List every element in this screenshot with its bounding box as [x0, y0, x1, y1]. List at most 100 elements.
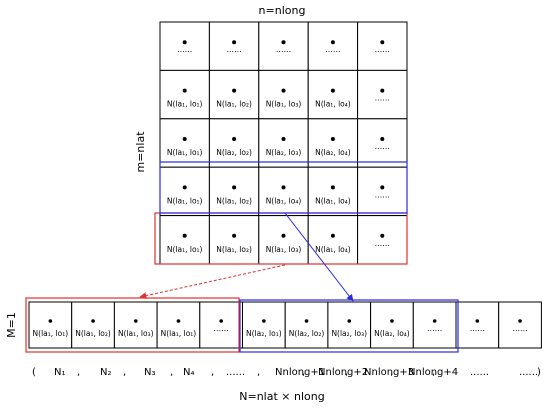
sequence-token: N₁: [54, 367, 66, 378]
strip-cell: [71, 301, 115, 349]
grid-cell-point: [281, 137, 286, 141]
grid-cell-label: N(la₁, lo₂): [216, 245, 252, 254]
strip-cell-point: [262, 319, 266, 323]
grid-cell-label: N(la₂, lo₂): [216, 148, 252, 157]
sequence-row: (N₁,N₂,N₃,N₄,......,Nnlong+1,Nnlong+2,Nn…: [32, 367, 541, 378]
strip-cell-label: N(la₂, lo₁): [246, 329, 282, 338]
grid-cell-point: [182, 137, 187, 141]
grid-cell-point: [232, 88, 237, 93]
grid-cell-point: [380, 40, 385, 45]
grid-cell: [258, 166, 309, 217]
red-arrow: [139, 264, 286, 300]
grid-cell: [159, 215, 210, 265]
strip-cell-label: N(la₁, lo₁): [33, 329, 69, 338]
sequence-token: N₄: [183, 367, 195, 378]
strip-cell-label: ......: [214, 324, 229, 333]
grid-cell-point: [380, 137, 385, 141]
grid-cell: [159, 21, 210, 71]
sequence-token: ,: [302, 367, 305, 378]
grid-cell: [357, 69, 408, 120]
strip-cell: [370, 301, 414, 349]
lat-long-grid: ..............................N(la₁, lo₁…: [159, 21, 408, 265]
strip-cell: [28, 301, 73, 349]
grid-cell: [208, 21, 260, 71]
sequence-token: Nnlong+3: [364, 367, 414, 378]
grid-cell-point: [330, 185, 335, 190]
strip-cell: [498, 301, 542, 349]
grid-cell-label: N(la₁, lo₁): [167, 148, 203, 157]
grid-cell: [159, 118, 210, 168]
grid-cell: [258, 69, 309, 120]
sequence-token: ,: [390, 367, 393, 378]
strip-cell-point: [91, 319, 95, 323]
strip-cell-point: [390, 319, 394, 323]
grid-cell-point: [330, 88, 335, 93]
grid-cell-label: N(la₁, lo₄): [315, 100, 351, 109]
sequence-token: ,: [123, 367, 126, 378]
grid-cell-label: ......: [375, 45, 390, 54]
grid-cell-label: N(la₁, lo₂): [216, 196, 252, 205]
side-axis-label: m=nlat: [134, 131, 147, 173]
grid-cell-label: N(la₂, lo₄): [315, 148, 351, 157]
strip-cell-point: [475, 319, 480, 323]
grid-cell-point: [380, 233, 385, 238]
strip-cell-point: [304, 319, 309, 323]
grid-cell: [208, 69, 260, 120]
strip-cell-label: N(la₁, lo₃): [118, 329, 154, 338]
strip-cell-point: [518, 319, 522, 323]
grid-cell-point: [330, 137, 335, 141]
grid-cell-label: ......: [375, 239, 390, 248]
strip-cell-label: ......: [512, 324, 527, 333]
strip-cell: [199, 301, 244, 349]
sequence-token: Nnlong+1: [275, 367, 325, 378]
grid-cell-point: [281, 233, 286, 238]
strip-cell-label: ......: [470, 324, 485, 333]
grid-cell: [357, 166, 408, 217]
grid-cell-label: ......: [375, 94, 390, 103]
sequence-token: ,: [345, 367, 348, 378]
grid-cell: [307, 166, 359, 217]
grid-cell-point: [232, 40, 237, 45]
grid-cell-label: N(la₂, lo₃): [266, 148, 302, 157]
blue-highlight-grid: [159, 161, 408, 214]
top-axis-label: n=nlong: [259, 4, 306, 17]
sequence-token: ......: [226, 367, 245, 378]
strip-cell-point: [176, 319, 181, 323]
grid-cell-point: [182, 88, 187, 93]
grid-cell-label: N(la₁, lo₁): [167, 100, 203, 109]
strip-cell-label: ......: [427, 324, 442, 333]
grid-cell-point: [330, 40, 335, 45]
strip-cell: [455, 301, 500, 349]
sequence-token: N₂: [100, 367, 112, 378]
grid-cell-label: ......: [226, 45, 241, 54]
flattened-strip: N(la₁, lo₁)N(la₁, lo₂)N(la₁, lo₃)N(la₁, …: [28, 301, 542, 349]
grid-cell-point: [182, 233, 187, 238]
grid-cell: [208, 166, 260, 217]
strip-cell-point: [432, 319, 437, 323]
red-highlight-strip: [25, 297, 240, 353]
grid-cell-point: [281, 185, 286, 190]
row-axis-label: M=1: [5, 312, 18, 338]
strip-cell-label: N(la₂, lo₃): [331, 329, 367, 338]
grid-cell-point: [330, 233, 335, 238]
grid-cell-label: N(la₁, lo₄): [315, 245, 351, 254]
strip-cell-label: N(la₂, lo₂): [289, 329, 325, 338]
grid-cell-label: N(la₁, lo₄): [315, 196, 351, 205]
sequence-token: Nnlong+2: [318, 367, 368, 378]
grid-cell: [208, 215, 260, 265]
sequence-token: ,: [257, 367, 260, 378]
sequence-token: (: [32, 367, 36, 378]
sequence-token: ,: [211, 367, 214, 378]
grid-cell-point: [232, 137, 237, 141]
sequence-token: N₃: [144, 367, 156, 378]
grid-cell-label: N(la₁, lo₃): [266, 100, 302, 109]
grid-cell: [307, 118, 359, 168]
grid-cell: [159, 69, 210, 120]
strip-cell-point: [133, 319, 138, 323]
grid-cell: [208, 118, 260, 168]
grid-cell: [307, 69, 359, 120]
grid-cell-point: [232, 185, 237, 190]
blue-arrow: [284, 212, 354, 302]
strip-cell: [284, 301, 329, 349]
